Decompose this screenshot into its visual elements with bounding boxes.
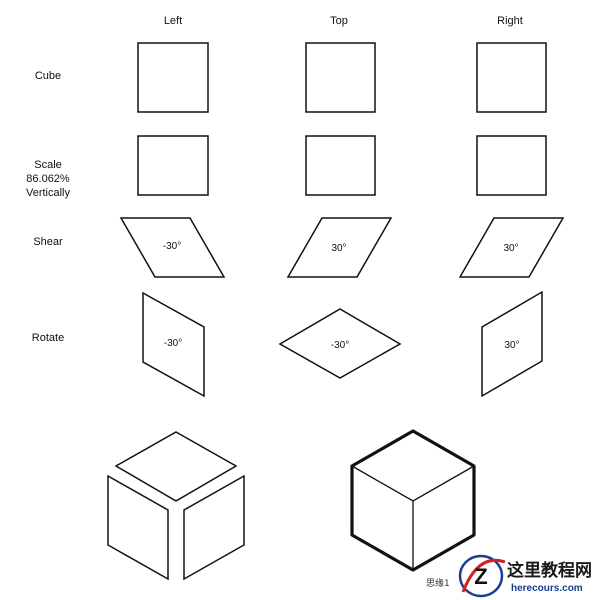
watermark-logo-icon: [458, 554, 504, 598]
watermark-url: herecours.com: [511, 583, 583, 594]
shear-top-parallelogram: [286, 217, 393, 278]
watermark-site-name: 这里教程网: [507, 560, 592, 581]
shear-left-angle: -30°: [163, 241, 181, 252]
exploded-cube-right-face: [183, 474, 245, 581]
watermark-side-text: 思缘1: [426, 577, 450, 589]
rotate-right-face: [481, 290, 543, 398]
shear-top-angle: 30°: [331, 243, 346, 254]
row-label-scale-line3: Vertically: [26, 187, 71, 199]
scale-top-rect: [305, 135, 376, 196]
row-label-scale-line1: Scale: [34, 159, 62, 171]
row-label-cube: Cube: [35, 70, 61, 82]
cube-left-square: [137, 42, 209, 113]
cube-top-square: [305, 42, 376, 113]
exploded-cube: [107, 431, 245, 581]
column-header-right: Right: [497, 15, 523, 27]
cube-right-square: [476, 42, 547, 113]
watermark-logo-swoosh-icon: [461, 558, 506, 593]
assembled-cube: [350, 429, 476, 572]
shear-right-parallelogram: [458, 217, 565, 278]
scale-right-rect: [476, 135, 547, 196]
exploded-cube-left-face: [107, 474, 169, 581]
shear-left-parallelogram: [119, 217, 226, 278]
column-header-left: Left: [164, 15, 182, 27]
row-label-scale-line2: 86.062%: [26, 173, 70, 185]
row-label-rotate: Rotate: [32, 332, 64, 344]
watermark-logo-letter: Z: [474, 564, 487, 589]
rotate-left-angle: -30°: [164, 338, 182, 349]
rotate-right-angle: 30°: [504, 340, 519, 351]
column-header-top: Top: [330, 15, 348, 27]
shear-right-angle: 30°: [503, 243, 518, 254]
scale-left-rect: [137, 135, 209, 196]
rotate-top-angle: -30°: [331, 340, 349, 351]
rotate-top-face: [278, 308, 402, 379]
watermark: 思缘1 Z 这里教程网 herecours.com: [426, 554, 592, 598]
exploded-cube-top-face: [114, 431, 238, 502]
row-label-shear: Shear: [33, 236, 63, 248]
rotate-left-face: [142, 291, 205, 398]
